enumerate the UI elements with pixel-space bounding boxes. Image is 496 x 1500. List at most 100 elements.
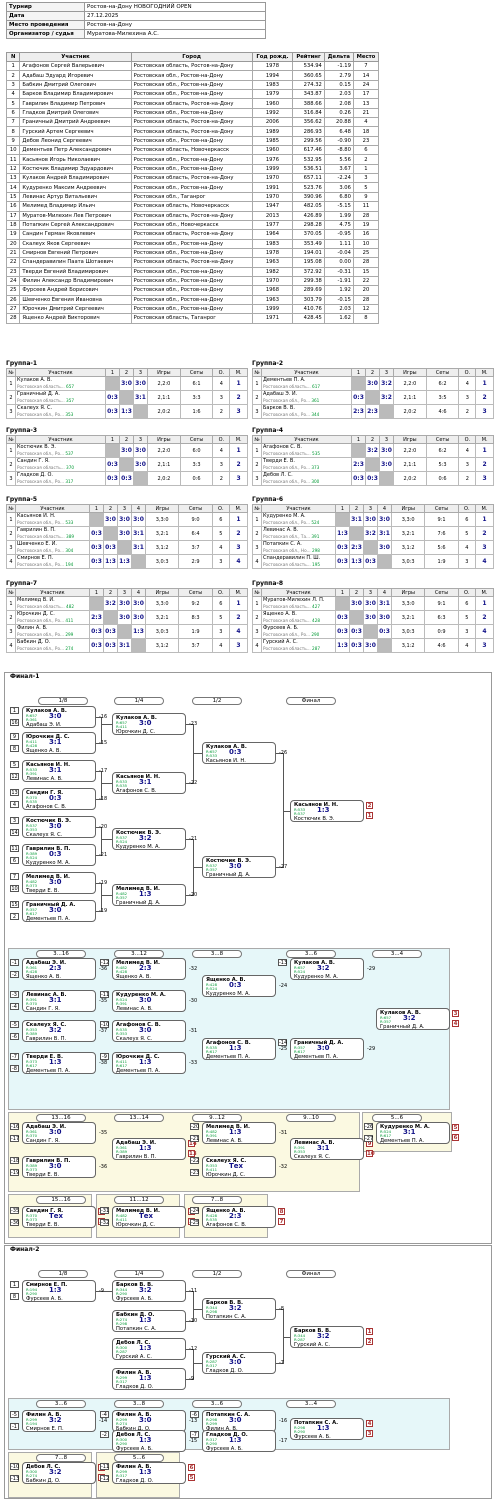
table-row[interactable]: 27Юрочкин Дмитрий СергеевичРостовская об… [5,303,380,315]
match-box[interactable]: Гаврилин В. П.R:389R:3733:0Тверди Е. В. [22,1156,96,1178]
table-row[interactable]: 9Дебов Леонид СергеевичРостовская обл., … [5,135,380,147]
match-box[interactable]: Дебов Л. С.R:300R:2871:3Гурский А. С. [112,1338,186,1360]
table-row[interactable]: 14Кудуренко Максим АндреевичРостовская о… [5,182,380,193]
table-row[interactable]: 20Скалеух Яков СергеевичРостовская обл.,… [5,238,380,249]
match-box[interactable]: Тверди Е. В.R:373R:6171:3Дементьев П. А. [22,1052,96,1074]
match-box[interactable]: Костючик В. Э.R:537R:5243:2Кудуренко М. … [112,828,186,850]
table-row[interactable]: 21Смирнов Евгений ПетровичРостовская обл… [5,247,380,259]
match-box[interactable]: Гладков Д. О.R:317R:2901:3Фурсеев А. Б. [202,1430,276,1452]
match-box[interactable]: Агафонов С. В.R:535R:6171:3Дементьев П. … [202,1038,276,1060]
group-row[interactable]: 1Дементьев П. А.Ростовская область... 61… [252,376,494,391]
match-box[interactable]: Дебов Л. С.R:300R:2743:2Бабкин Д. О. [22,1462,96,1484]
table-row[interactable]: 28Ященко Андрей ВикторовичРостовская обл… [5,313,380,324]
group-row[interactable]: 1Муратов-Милехин Л. П.Ростовская область… [252,596,495,611]
match-box[interactable]: Гаврилин В. П.R:389R:5240:3Кудуренко М. … [22,844,96,866]
table-row[interactable]: 23Тверди Евгений ВладимировичРостовская … [5,266,380,277]
match-box[interactable]: Костючик В. Э.R:537R:3533:0Скалеух Я. С. [22,816,96,838]
match-box[interactable]: Левинас А. В.R:391R:3533:1Скалеух Я. С. [290,1138,364,1160]
group-row[interactable]: 4Гурский А. С.Ростовская область... 2871… [252,638,495,653]
match-box[interactable]: Кулаков А. В.R:657R:5330:3Касьянов И. Н. [202,742,276,764]
match-box[interactable]: Мелимед В. И.R:482R:4282:3Ященко А. В. [112,958,186,980]
table-row[interactable]: 15Левинас Артур ВитальевичРостовская обл… [5,191,380,203]
group-row[interactable]: 3Шевченко Е. И.Ростовская обл., Ро... 30… [6,540,249,555]
match-box[interactable]: Филин А. В.R:299R:1943:2Смирнов Е. П. [22,1410,96,1432]
match-box[interactable]: Кулаков А. В.R:657R:5243:2Кудуренко М. А… [290,958,364,980]
group-row[interactable]: 3Фурсеев А. Б.Ростовская обл., Ро... 290… [252,624,495,639]
match-box[interactable]: Скалеух Я. С.R:353R:411ТехЮрочкин Д. С. [202,1156,276,1178]
match-box[interactable]: Касьянов И. Н.R:533R:5353:1Агафонов С. В… [112,772,186,794]
match-box[interactable]: Левинас А. В.R:391R:3703:1Сандин Г. Я. [22,990,96,1012]
match-box[interactable]: Кулаков А. В.R:657R:4113:0Юрочкин Д. С. [112,713,186,735]
match-box[interactable]: Костючик В. Э.R:537R:3573:0Граничный Д. … [202,856,276,878]
match-box[interactable]: Гурский А. С.R:287R:3173:0Гладков Д. О. [202,1352,276,1374]
table-row[interactable]: 3Бабкин Дмитрий ОлеговичРостовская обл.,… [5,79,380,91]
table-row[interactable]: 26Шевченко Евгения ИвановнаРостовская об… [5,294,380,305]
group-row[interactable]: 1Кудуренко М. А.Ростовская обл., Ро... 5… [252,512,495,527]
match-box[interactable]: Филин А. В.R:299R:2743:0Бабкин Д. О. [112,1410,186,1432]
match-box[interactable]: Дебов Л. С.R:300R:2901:3Фурсеев А. Б. [112,1430,186,1452]
table-row[interactable]: 17Муратов-Милехин Лев ПетровичРостовская… [5,210,380,221]
match-box[interactable]: Потапкин С. А.R:298R:2993:0Филин А. В. [202,1410,276,1432]
group-row[interactable]: 2Граничный Д. А.Ростовская область... 35… [6,390,248,405]
match-box[interactable]: Граничный Д. А.R:357R:6173:0Дементьев П.… [22,900,96,922]
group-row[interactable]: 4Смирнов Е. П.Ростовская обл., Ро... 194… [6,554,249,569]
table-row[interactable]: 2Адабаш Эдуард ИгоревичРостовская обл., … [5,70,380,81]
group-row[interactable]: 2Тверди Е. В.Ростовская обл., Ро... 3732… [252,457,494,472]
table-row[interactable]: 22Спандеравилин Паата ШотаевичРостовская… [5,257,380,268]
table-row[interactable]: 4Барков Владимир ВладимировичРостовская … [5,89,380,100]
table-row[interactable]: 6Гладков Дмитрий ОлеговичРостовская обл.… [5,107,380,119]
match-box[interactable]: Мелимед В. И.R:482R:3733:0Тверди Е. В. [22,872,96,894]
table-row[interactable]: 8Гурский Артем СергеевичРостовская облас… [5,126,380,137]
match-box[interactable]: Барков В. В.R:344R:2983:2Потапкин С. А. [202,1298,276,1320]
group-row[interactable]: 2Левинас А. В.Ростовская обл., Та... 391… [252,526,495,541]
group-row[interactable]: 3Скалеух Я. С.Ростовская обл., Ро... 353… [6,404,248,419]
group-row[interactable]: 3Барков В. В.Ростовская обл., Ро... 3442… [252,404,494,419]
match-box[interactable]: Барков В. В.R:344R:2873:2Гурский А. С. [290,1326,364,1348]
group-row[interactable]: 3Дебов Л. С.Ростовская обл., Ро... 3000:… [252,471,494,486]
group-row[interactable]: 1Костючик В. Э.Ростовская обл., Ро... 53… [6,443,248,458]
match-box[interactable]: Граничный Д. А.R:357R:6173:0Дементьев П.… [290,1038,364,1060]
group-row[interactable]: 2Адабаш Э. И.Ростовская обл., Ро... 3610… [252,390,494,405]
match-box[interactable]: Адабаш Э. И.R:361R:4282:3Ященко А. В. [22,958,96,980]
match-box[interactable]: Сандин Г. Я.R:370R:5350:3Агафонов С. В. [22,788,96,810]
match-box[interactable]: Кулаков А. В.R:657R:3573:2Граничный Д. А… [376,1008,450,1030]
table-row[interactable]: 25Фурсеев Андрей БорисовичРостовская обл… [5,285,380,296]
table-row[interactable]: 13Кулаков Андрей ВладимировичРостовская … [5,173,380,184]
match-box[interactable]: Кулаков А. В.R:657R:3613:0Адабаш Э. И. [22,706,96,728]
table-row[interactable]: 12Костючик Владимир ЭдуардовичРостовская… [5,163,380,175]
table-row[interactable]: 1Агафонов Сергей ВалерьевичРостовская об… [5,60,380,72]
match-box[interactable]: Ященко А. В.R:428R:5240:3Кудуренко М. А. [202,975,276,997]
match-box[interactable]: Юрочкин Д. С.R:411R:4283:1Ященко А. В. [22,732,96,754]
group-row[interactable]: 4Спандеравилин П. Ш.Ростовская область..… [252,554,495,569]
match-box[interactable]: Потапкин С. А.R:298R:2901:3Фурсеев А. Б. [290,1418,364,1440]
match-box[interactable]: Бабкин Д. О.R:274R:2981:3Потапкин С. А. [112,1310,186,1332]
match-box[interactable]: Барков В. В.R:344R:2903:2Фурсеев А. Б. [112,1280,186,1302]
group-row[interactable]: 1Мелимед В. И.Ростовская область... 4823… [6,596,249,611]
group-row[interactable]: 3Потапкин С. А.Ростовская обл., Но... 29… [252,540,495,555]
group-row[interactable]: 1Касьянов И. Н.Ростовская обл., Ро... 53… [6,512,249,527]
table-row[interactable]: 7Граничный Дмитрий АндреевичРостовская о… [5,117,380,128]
match-box[interactable]: Скалеух Я. С.R:353R:3893:2Гаврилин В. П. [22,1020,96,1042]
match-box[interactable]: Мелимед В. И.R:482R:411ТехЮрочкин Д. С. [112,1206,186,1228]
group-row[interactable]: 1Агафонов С. В.Ростовская область... 535… [252,443,494,458]
group-row[interactable]: 2Сандин Г. Я.Ростовская область... 3700:… [6,457,248,472]
match-box[interactable]: Юрочкин Д. С.R:411R:6171:3Дементьев П. А… [112,1052,186,1074]
group-row[interactable]: 4Бабкин Д. О.Ростовская обл., Ро... 2740… [6,638,249,653]
match-box[interactable]: Мелимед В. И.R:482R:3911:3Левинас А. В. [202,1122,276,1144]
table-row[interactable]: 10Дементьев Петр АлександровичРостовская… [5,145,380,156]
group-row[interactable]: 3Филин А. В.Ростовская обл., Ро... 2990:… [6,624,249,639]
match-box[interactable]: Мелимед В. И.R:482R:3571:3Граничный Д. А… [112,884,186,906]
group-row[interactable]: 2Гаврилин В. П.Ростовская область... 389… [6,526,249,541]
match-box[interactable]: Филин А. В.R:299R:3171:3Гладков Д. О. [112,1462,186,1484]
match-box[interactable]: Сандин Г. Я.R:370R:373ТехТверди Е. В. [22,1206,96,1228]
table-row[interactable]: 16Мелимед Владимир ИльичРостовская облас… [5,201,380,212]
group-row[interactable]: 2Ященко А. В.Ростовская область... 4280:… [252,610,495,625]
group-row[interactable]: 2Юрочкин Д. С.Ростовская обл., Ро... 411… [6,610,249,625]
match-box[interactable]: Смирнов Е. П.R:194R:2901:3Фурсеев А. Б. [22,1280,96,1302]
match-box[interactable]: Касьянов И. Н.R:533R:5371:3Костючик В. Э… [290,800,364,822]
table-row[interactable]: 11Касьянов Игорь НиколаевичРостовская об… [5,154,380,165]
table-row[interactable]: 5Гаврилин Владимир ПетровичРостовская об… [5,98,380,109]
match-box[interactable]: Ященко А. В.R:428R:5352:3Агафонов С. В. [202,1206,276,1228]
match-box[interactable]: Агафонов С. В.R:535R:3533:0Скалеух Я. С. [112,1020,186,1042]
match-box[interactable]: Кудуренко М. А.R:524R:6173:1Дементьев П.… [376,1122,450,1144]
